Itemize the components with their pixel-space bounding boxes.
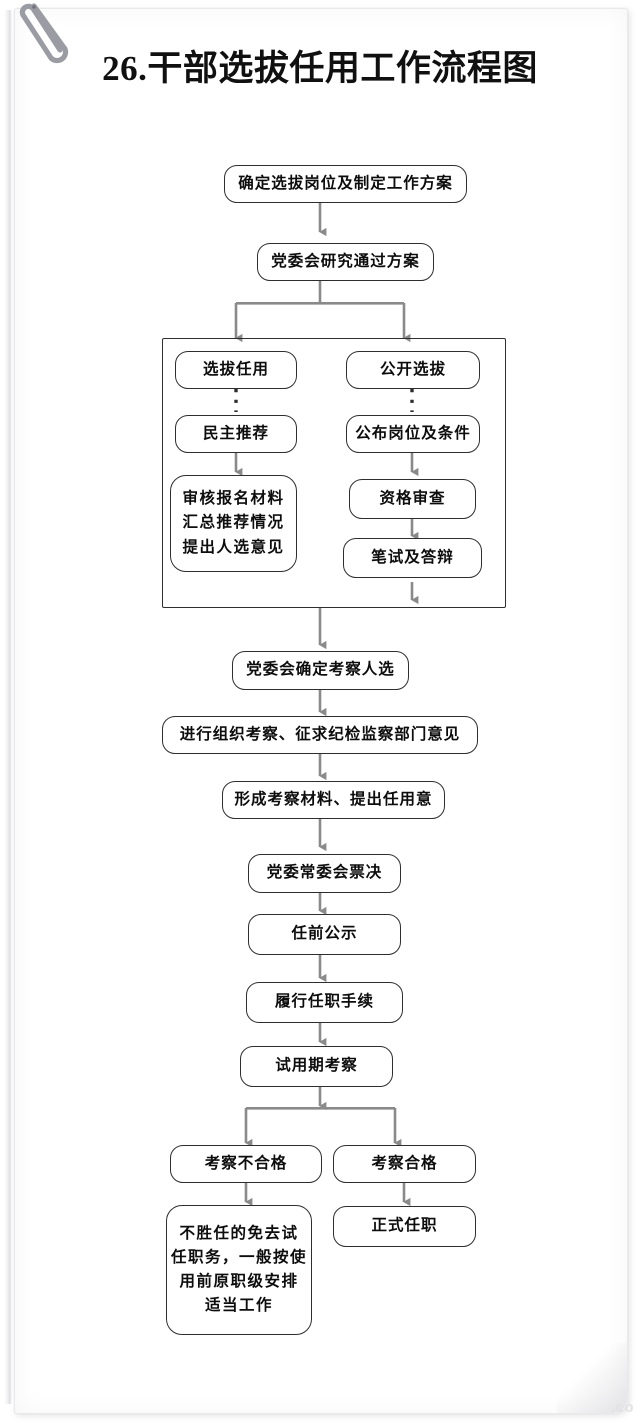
node-label: 考察不合格 xyxy=(204,1154,288,1172)
node-label-line-2: 汇总推荐情况 xyxy=(182,514,285,532)
node-open-selection[interactable]: 公开选拔 xyxy=(346,351,480,389)
node-pre-appointment-publicity[interactable]: 任前公示 xyxy=(248,914,401,955)
node-review-and-propose-candidates[interactable]: 审核报名材料 汇总推荐情况 提出人选意见 xyxy=(170,475,297,572)
node-selection-appointment[interactable]: 选拔任用 xyxy=(175,351,297,389)
node-label: 履行任职手续 xyxy=(274,993,374,1011)
node-label: 选拔任用 xyxy=(202,360,269,378)
node-label-line-1: 不胜任的免去试 xyxy=(179,1224,299,1242)
node-label: 试用期考察 xyxy=(275,1057,358,1075)
node-inspection-failed[interactable]: 考察不合格 xyxy=(170,1145,322,1183)
selection-methods-group xyxy=(162,338,506,608)
node-form-inspection-materials-propose-appointment[interactable]: 形成考察材料、提出任用意 xyxy=(222,781,445,819)
node-label: 公布岗位及条件 xyxy=(355,424,471,442)
node-label: 正式任职 xyxy=(371,1217,438,1235)
node-party-committee-selects-inspection-candidates[interactable]: 党委会确定考察人选 xyxy=(232,651,409,690)
node-define-positions-and-plan[interactable]: 确定选拔岗位及制定工作方案 xyxy=(224,165,467,203)
node-label: 考察合格 xyxy=(371,1154,438,1172)
node-probation-inspection[interactable]: 试用期考察 xyxy=(240,1046,393,1087)
node-organizational-inspection-and-discipline-opinion[interactable]: 进行组织考察、征求纪检监察部门意见 xyxy=(162,716,478,754)
node-label: 任前公示 xyxy=(291,925,358,943)
node-complete-appointment-procedures[interactable]: 履行任职手续 xyxy=(246,982,403,1023)
node-label-line-4: 适当工作 xyxy=(204,1297,273,1315)
node-party-committee-approves-plan[interactable]: 党委会研究通过方案 xyxy=(257,243,434,281)
node-formal-appointment[interactable]: 正式任职 xyxy=(333,1206,476,1247)
node-label-line-3: 用前原职级安排 xyxy=(179,1273,299,1290)
node-label: 公开选拔 xyxy=(379,360,446,378)
node-removal-and-reassignment[interactable]: 不胜任的免去试 任职务，一般按使 用前原职级安排 适当工作 xyxy=(166,1205,312,1335)
node-label: 形成考察材料、提出任用意 xyxy=(234,790,433,808)
node-label-line-1: 审核报名材料 xyxy=(182,490,285,508)
page-edge-decoration xyxy=(4,10,12,1404)
paperclip-icon xyxy=(19,3,69,64)
node-qualification-review[interactable]: 资格审查 xyxy=(349,479,476,519)
node-label: 民主推荐 xyxy=(202,424,269,442)
page-title: 26.干部选拔任用工作流程图 xyxy=(102,49,538,88)
node-standing-committee-vote[interactable]: 党委常委会票决 xyxy=(248,854,401,893)
node-label: 笔试及答辩 xyxy=(371,548,454,566)
node-announce-positions-conditions[interactable]: 公布岗位及条件 xyxy=(346,415,480,453)
node-label: 资格审查 xyxy=(379,489,446,507)
watermark: .co xyxy=(610,1399,634,1416)
node-written-test-and-defense[interactable]: 笔试及答辩 xyxy=(343,538,482,578)
node-label: 党委会研究通过方案 xyxy=(271,252,420,270)
node-inspection-passed[interactable]: 考察合格 xyxy=(333,1145,476,1183)
node-label: 进行组织考察、征求纪检监察部门意见 xyxy=(179,725,461,743)
node-label: 党委常委会票决 xyxy=(266,864,383,882)
node-label: 确定选拔岗位及制定工作方案 xyxy=(238,174,453,192)
node-label-line-3: 提出人选意见 xyxy=(182,538,285,556)
node-label-line-2: 任职务，一般按使 xyxy=(170,1248,307,1266)
node-label: 党委会确定考察人选 xyxy=(246,661,395,679)
node-democratic-recommendation[interactable]: 民主推荐 xyxy=(175,415,297,453)
